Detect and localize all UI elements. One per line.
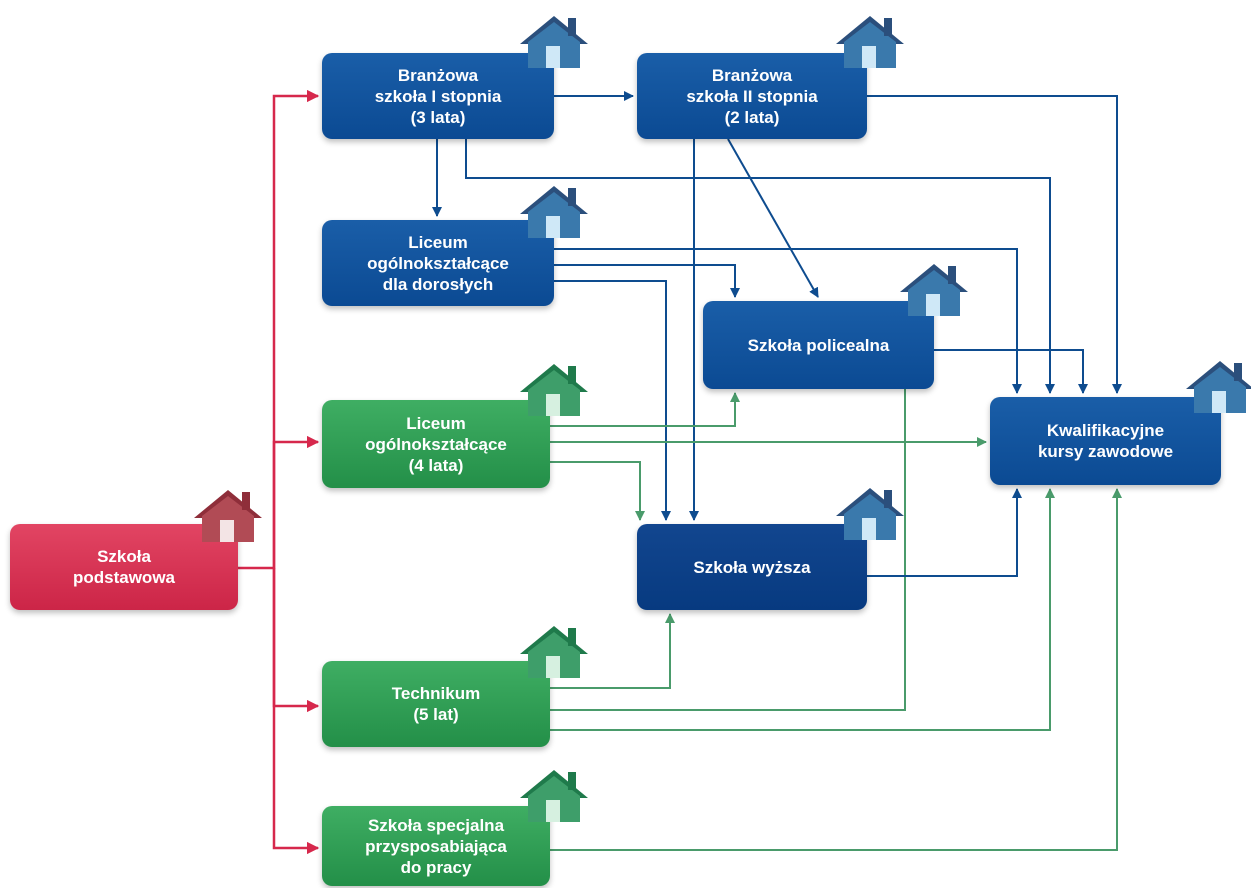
arrow-technikum-to-kursy — [550, 488, 1055, 731]
arrow-specjalna-to-kursy — [550, 488, 1122, 851]
node-branzowa-szkola-1-stopnia: Branżowa szkoła I stopnia (3 lata) — [322, 53, 554, 139]
house-icon — [520, 186, 588, 238]
node-label: Liceum ogólnokształcące dla dorosłych — [367, 232, 509, 294]
node-label: Branżowa szkoła II stopnia (2 lata) — [686, 65, 818, 127]
node-label: Kwalifikacyjne kursy zawodowe — [1037, 421, 1174, 461]
node-label: Branżowa szkoła I stopnia (3 lata) — [374, 65, 502, 127]
house-icon — [520, 364, 588, 416]
node-label: Szkoła podstawowa — [72, 547, 175, 587]
node-szkola-specjalna: Szkoła specjalna przysposabiająca do pra… — [322, 806, 550, 886]
node-szkola-podstawowa: Szkoła podstawowa — [10, 524, 238, 610]
connector-technikum-policealna — [550, 389, 906, 711]
house-icon — [520, 16, 588, 68]
arrow-podstawowa-to-technikum — [272, 568, 320, 713]
arrow-podstawowa-to-specjalna — [272, 568, 320, 855]
arrow-branzowa2-to-kursy — [867, 95, 1122, 394]
arrow-branzowa1-to-kursy — [465, 139, 1055, 394]
node-label: Technikum (5 lat) — [391, 684, 481, 724]
house-icon — [520, 770, 588, 822]
arrow-liceum_dorosli-to-policealna — [554, 264, 740, 298]
arrow-policealna-to-kursy — [934, 349, 1088, 394]
arrow-branzowa2-to-policealna — [727, 138, 819, 298]
house-icon — [900, 264, 968, 316]
arrow-liceum-to-policealna — [550, 392, 740, 427]
house-icon — [194, 490, 262, 542]
arrow-liceum_dorosli-to-wyzsza — [554, 280, 671, 521]
node-label: Szkoła wyższa — [693, 557, 811, 577]
node-branzowa-szkola-2-stopnia: Branżowa szkoła II stopnia (2 lata) — [637, 53, 867, 139]
arrow-liceum-to-wyzsza — [550, 461, 645, 521]
node-label: Szkoła specjalna przysposabiająca do pra… — [365, 815, 507, 877]
node-szkola-policealna: Szkoła policealna — [703, 301, 934, 389]
node-label: Szkoła policealna — [747, 335, 890, 355]
arrow-podstawowa-to-liceum — [238, 435, 320, 570]
node-szkola-wyzsza: Szkoła wyższa — [637, 524, 867, 610]
house-icon — [836, 488, 904, 540]
house-icon — [1186, 361, 1251, 413]
arrow-technikum-to-wyzsza — [550, 613, 675, 689]
node-label: Liceum ogólnokształcące (4 lata) — [365, 413, 507, 475]
house-icon — [520, 626, 588, 678]
house-icon — [836, 16, 904, 68]
node-kwalifikacyjne-kursy-zawodowe: Kwalifikacyjne kursy zawodowe — [990, 397, 1221, 485]
arrow-liceum_dorosli-to-kursy — [554, 248, 1022, 394]
node-liceum-dla-doroslych: Liceum ogólnokształcące dla dorosłych — [322, 220, 554, 306]
arrow-podstawowa-to-branzowa1 — [272, 89, 320, 568]
node-technikum: Technikum (5 lat) — [322, 661, 550, 747]
connection-arrows — [238, 89, 1122, 855]
node-liceum-ogolnoksztalcace: Liceum ogólnokształcące (4 lata) — [322, 400, 550, 488]
arrow-wyzsza-to-kursy — [867, 488, 1022, 577]
